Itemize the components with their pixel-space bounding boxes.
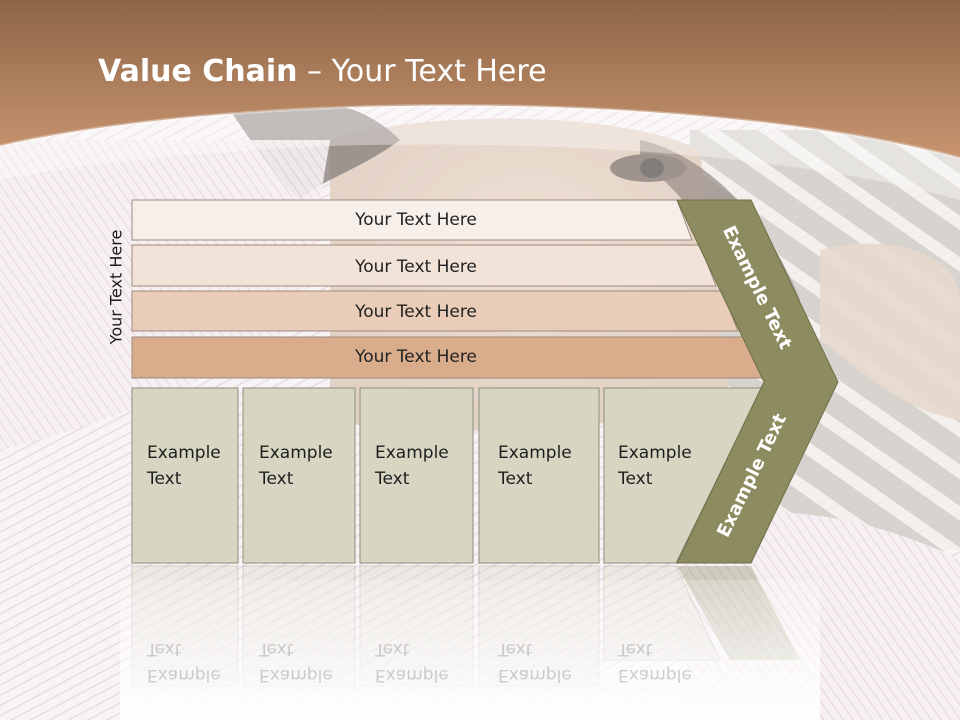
cell-1-line2: Text xyxy=(147,469,182,489)
reflect-2-line2: Text xyxy=(259,639,294,659)
cell-5-text: Example Text xyxy=(618,440,692,492)
cell-5-line2: Text xyxy=(618,469,653,489)
cell-4-line1: Example xyxy=(498,443,572,463)
page-title: Value Chain – Your Text Here xyxy=(98,54,547,89)
cell-2-text: Example Text xyxy=(259,440,333,492)
cell-3[interactable] xyxy=(359,387,474,564)
reflect-5-line2: Text xyxy=(618,639,653,659)
row-3[interactable]: Your Text Here xyxy=(131,290,739,332)
cell-1-line1: Example xyxy=(147,443,221,463)
row-2[interactable]: Your Text Here xyxy=(131,244,717,287)
row-1[interactable]: Your Text Here xyxy=(131,199,693,241)
cell-3-line2: Text xyxy=(375,469,410,489)
cell-3-text: Example Text xyxy=(375,440,449,492)
cell-5[interactable] xyxy=(603,387,763,564)
cell-2[interactable] xyxy=(242,387,356,564)
reflect-5-line1: Example xyxy=(618,665,692,685)
reflect-4-line1: Example xyxy=(498,665,572,685)
cell-4[interactable] xyxy=(478,387,600,564)
chevron-arrow[interactable]: Example Text Example Text xyxy=(676,199,839,564)
cell-2-line2: Text xyxy=(259,469,294,489)
cell-4-text: Example Text xyxy=(498,440,572,492)
cell-1-text: Example Text xyxy=(147,440,221,492)
row-4[interactable]: Your Text Here xyxy=(131,336,763,379)
row-3-label: Your Text Here xyxy=(354,302,477,322)
reflect-1-line1: Example xyxy=(147,665,221,685)
cell-4-line2: Text xyxy=(498,469,533,489)
reflect-text-3: Example Text xyxy=(375,636,449,688)
reflect-text-1: Example Text xyxy=(147,636,221,688)
reflect-2-line1: Example xyxy=(259,665,333,685)
cell-2-line1: Example xyxy=(259,443,333,463)
reflect-4-line2: Text xyxy=(498,639,533,659)
reflect-text-2: Example Text xyxy=(259,636,333,688)
cell-3-line1: Example xyxy=(375,443,449,463)
cell-1[interactable] xyxy=(131,387,239,564)
row-1-label: Your Text Here xyxy=(354,210,477,230)
reflect-3-line2: Text xyxy=(375,639,410,659)
reflect-1-line2: Text xyxy=(147,639,182,659)
reflect-3-line1: Example xyxy=(375,665,449,685)
cell-5-line1: Example xyxy=(618,443,692,463)
reflect-text-5: Example Text xyxy=(618,636,692,688)
title-bold: Value Chain xyxy=(98,54,298,89)
row-4-label: Your Text Here xyxy=(354,347,477,367)
row-2-label: Your Text Here xyxy=(354,257,477,277)
reflect-text-4: Example Text xyxy=(498,636,572,688)
title-rest: – Your Text Here xyxy=(297,54,547,89)
